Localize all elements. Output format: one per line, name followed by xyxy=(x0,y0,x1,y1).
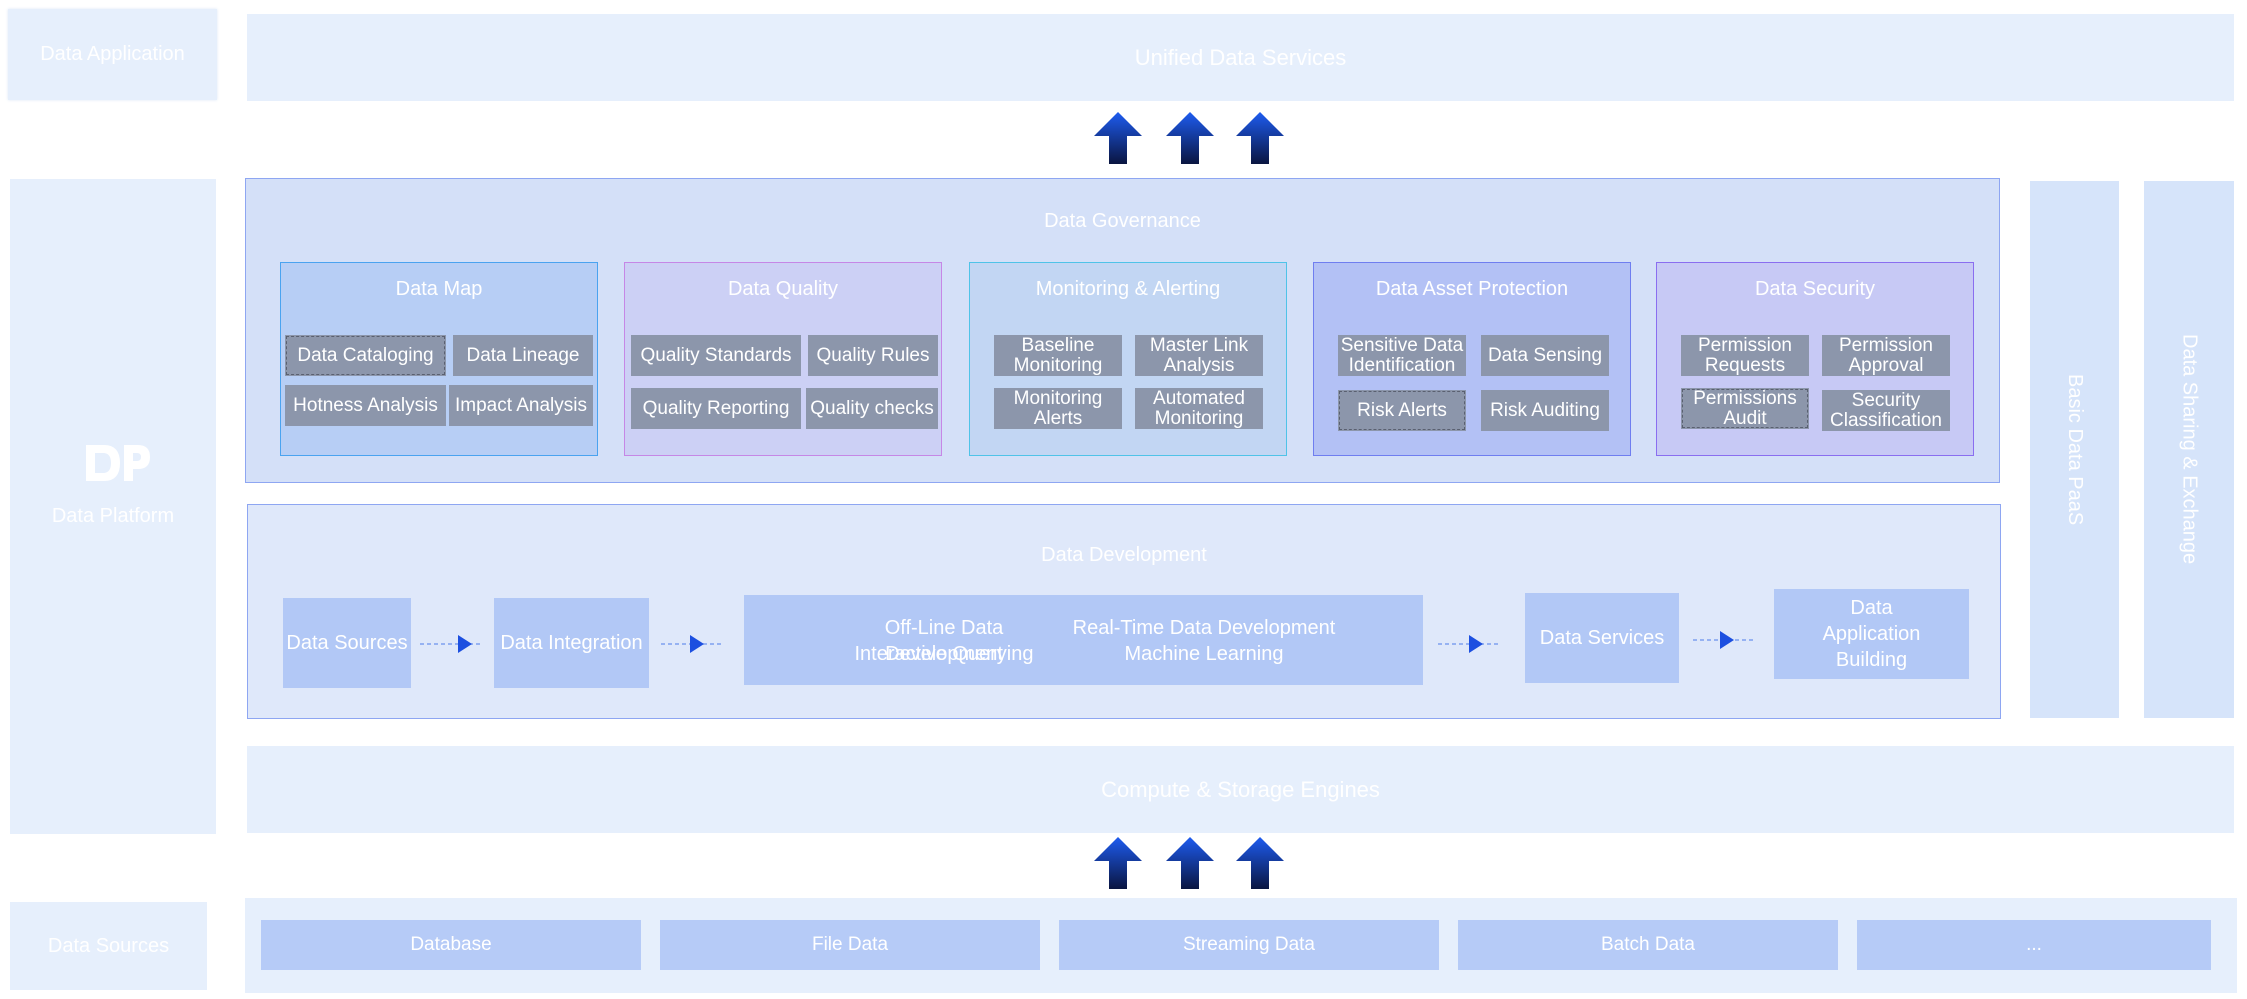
layer-data-platform-label: Data Platform xyxy=(51,504,175,527)
layer-data-platform: Data Platform xyxy=(10,179,216,834)
chip-automated-monitoring: Automated Monitoring xyxy=(1135,388,1263,429)
chip-data-cataloging: Data Cataloging xyxy=(285,335,446,376)
data-sharing-exchange-label: Data Sharing & Exchange xyxy=(2178,334,2201,565)
chip-permission-requests: Permission Requests xyxy=(1681,335,1809,376)
up-arrow-icon xyxy=(1094,837,1142,889)
chip-permission-approval: Permission Approval xyxy=(1822,335,1950,376)
card-data-map-title: Data Map xyxy=(395,277,483,300)
chip-hotness-analysis: Hotness Analysis xyxy=(285,385,446,426)
dev-data-integration: Data Integration xyxy=(494,598,649,688)
data-governance-title: Data Governance xyxy=(1044,209,1201,232)
card-data-asset-protection-title: Data Asset Protection xyxy=(1375,277,1569,300)
chip-quality-reporting: Quality Reporting xyxy=(631,388,801,429)
card-data-security: Data Security Permission Requests Permis… xyxy=(1656,262,1974,456)
up-arrow-icon xyxy=(1166,837,1214,889)
basic-data-paas-column: Basic Data PaaS xyxy=(2030,181,2119,718)
card-data-quality-title: Data Quality xyxy=(727,277,839,300)
compute-storage-label: Compute & Storage Engines xyxy=(1101,776,1380,802)
card-monitoring-alerting-title: Monitoring & Alerting xyxy=(1035,277,1221,300)
up-arrow-icon xyxy=(1236,837,1284,889)
up-arrow-icon xyxy=(1236,112,1284,164)
up-arrows-bottom xyxy=(1094,837,1284,889)
basic-data-paas-label: Basic Data PaaS xyxy=(2064,373,2086,526)
source-database: Database xyxy=(261,920,641,970)
layer-data-application: Data Application xyxy=(8,9,217,100)
dev-data-application-building-label: Data Application Building xyxy=(1822,597,1921,671)
flow-arrow-icon xyxy=(1693,631,1755,649)
chip-permissions-audit: Permissions Audit xyxy=(1681,388,1809,429)
card-monitoring-alerting: Monitoring & Alerting Baseline Monitorin… xyxy=(969,262,1287,456)
dev-data-services: Data Services xyxy=(1525,593,1679,683)
unified-data-services-label: Unified Data Services xyxy=(1134,44,1347,70)
dev-development-block: Off-Line Data Development Interactive Qu… xyxy=(744,595,1423,685)
flow-arrow-icon xyxy=(420,635,482,653)
data-sharing-exchange-column: Data Sharing & Exchange xyxy=(2144,181,2234,718)
card-data-quality: Data Quality Quality Standards Quality R… xyxy=(624,262,942,456)
source-batch-data: Batch Data xyxy=(1458,920,1838,970)
chip-data-lineage: Data Lineage xyxy=(453,335,593,376)
chip-sensitive-data-identification: Sensitive Data Identification xyxy=(1338,335,1466,376)
flow-arrow-icon xyxy=(1438,635,1500,653)
dev-interactive-label: Interactive Querying xyxy=(854,643,1034,665)
dev-ml-label: Machine Learning xyxy=(1124,643,1284,665)
data-development-title: Data Development xyxy=(1041,543,1207,566)
chip-master-link-analysis: Master Link Analysis xyxy=(1135,335,1263,376)
chip-risk-alerts: Risk Alerts xyxy=(1338,390,1466,431)
chip-impact-analysis: Impact Analysis xyxy=(449,385,593,426)
dev-realtime-label: Real-Time Data Development xyxy=(1072,617,1336,639)
chip-quality-checks: Quality checks xyxy=(806,388,938,429)
up-arrows-top xyxy=(1094,112,1284,164)
dev-data-application-building: Data Application Building xyxy=(1774,589,1969,679)
source-streaming-data: Streaming Data xyxy=(1059,920,1439,970)
unified-data-services-band: Unified Data Services xyxy=(247,14,2234,101)
layer-data-application-label: Data Application xyxy=(40,43,185,65)
dev-data-sources: Data Sources xyxy=(283,598,411,688)
dev-offline-label: Off-Line Data Development xyxy=(884,617,1004,665)
chip-quality-standards: Quality Standards xyxy=(631,335,801,376)
dev-offline-group: Off-Line Data Development Interactive Qu… xyxy=(744,615,1144,667)
up-arrow-icon xyxy=(1166,112,1214,164)
source-more: ... xyxy=(1857,920,2211,970)
sources-row: Database File Data Streaming Data Batch … xyxy=(245,898,2237,993)
source-file-data: File Data xyxy=(660,920,1040,970)
flow-arrow-icon xyxy=(661,635,723,653)
up-arrow-icon xyxy=(1094,112,1142,164)
card-data-security-title: Data Security xyxy=(1754,277,1876,300)
compute-storage-band: Compute & Storage Engines xyxy=(247,746,2234,833)
chip-baseline-monitoring: Baseline Monitoring xyxy=(994,335,1122,376)
chip-data-sensing: Data Sensing xyxy=(1481,335,1609,376)
card-data-map: Data Map Data Cataloging Data Lineage Ho… xyxy=(280,262,598,456)
data-development-panel: Data Development Data Sources Data Integ… xyxy=(247,504,2001,719)
dp-logo-icon-svg xyxy=(86,445,150,481)
chip-quality-rules: Quality Rules xyxy=(808,335,938,376)
chip-monitoring-alerts: Monitoring Alerts xyxy=(994,388,1122,429)
dp-logo-icon xyxy=(82,441,152,485)
layer-data-sources: Data Sources xyxy=(10,902,207,990)
chip-risk-auditing: Risk Auditing xyxy=(1481,390,1609,431)
card-data-asset-protection: Data Asset Protection Sensitive Data Ide… xyxy=(1313,262,1631,456)
data-governance-panel: Data Governance Data Map Data Cataloging… xyxy=(245,178,2000,483)
dev-realtime-group: Real-Time Data Development Machine Learn… xyxy=(1054,615,1354,667)
chip-security-classification: Security Classification xyxy=(1822,390,1950,431)
layer-data-sources-label: Data Sources xyxy=(47,934,170,957)
